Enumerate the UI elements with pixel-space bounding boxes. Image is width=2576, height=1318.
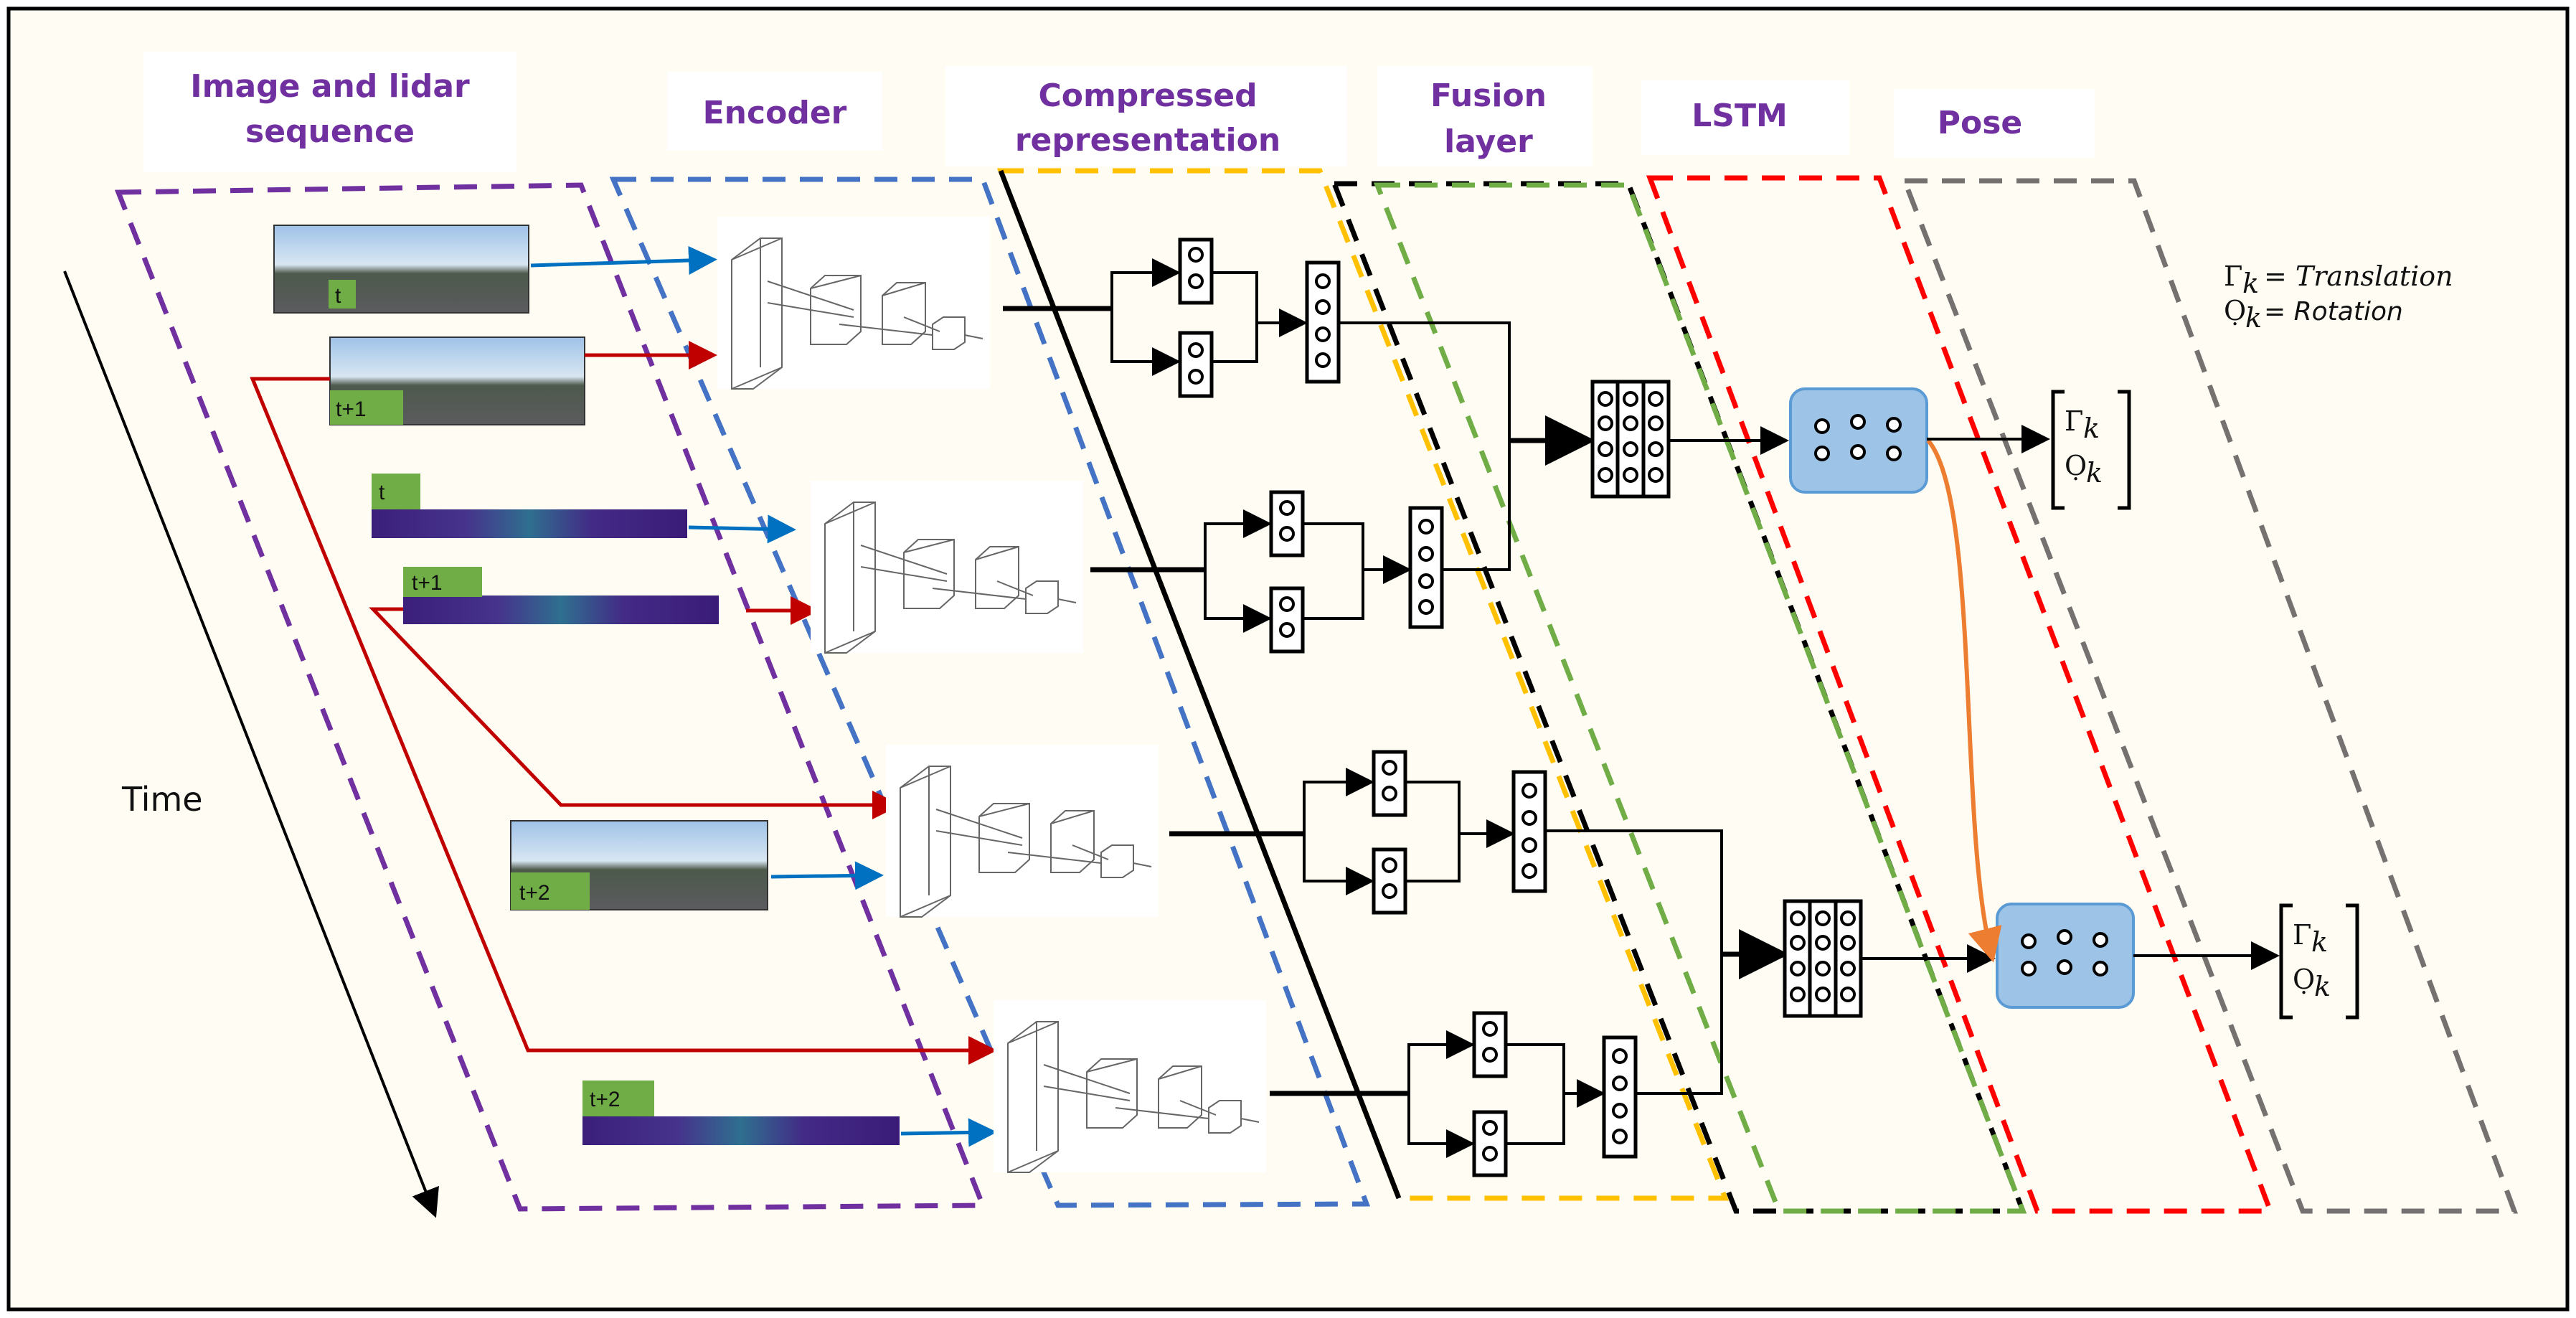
compressed-branch-4 (1270, 954, 1723, 1177)
arrow-red-image-t1-to-t2-lidar-encoder (250, 377, 997, 1065)
stage-title-box-fusion (1377, 66, 1593, 166)
frame-label-lidar-t: t (379, 481, 385, 504)
lidar-frame-t2: t+2 (582, 1081, 900, 1145)
stage-region-pose-red (1646, 175, 2275, 1214)
stage-title-fusion-line1: Fusion (1430, 77, 1547, 114)
fusion-layer-1 (1509, 380, 1789, 499)
image-frame-t1: t+1 (329, 336, 585, 425)
legend-rotation-sub: k (2245, 302, 2262, 334)
pose-2-omega-sub: k (2314, 971, 2331, 1002)
arrow-blue-image-t (530, 245, 717, 275)
encoder-cnn-3 (885, 744, 1159, 918)
legend-rotation-symbol: Ọ (2224, 295, 2246, 326)
stage-region-compressed (996, 168, 1730, 1201)
frame-label-image-t2: t+2 (519, 881, 550, 905)
legend: Γ k = Translation Ọ k = Rotation (2224, 260, 2453, 334)
stage-title-encoder: Encoder (703, 95, 847, 131)
compressed-branch-3 (1169, 750, 1723, 954)
stage-title-box-input (143, 52, 516, 172)
stage-title-input-line2: sequence (245, 113, 415, 150)
lstm-recurrent-arrow (1926, 439, 2002, 963)
stage-title-box-encoder (667, 72, 882, 151)
pose-1-gamma-sub: k (2083, 413, 2100, 444)
stage-title-box-lstm (1641, 80, 1849, 155)
stage-region-fusion-left (998, 169, 1402, 1200)
pose-1-omega: Ọ (2065, 450, 2087, 481)
compressed-branch-2 (1090, 441, 1511, 654)
lstm-cell-2 (1996, 903, 2135, 1009)
arrow-blue-image-t2 (770, 861, 884, 890)
pose-1-gamma: Γ (2065, 405, 2083, 437)
arrow-red-lidar-t1-to-t2-image-encoder (369, 607, 901, 819)
stage-title-fusion-line2: layer (1444, 123, 1533, 160)
encoder-blocks (717, 217, 1267, 1173)
compressed-branch-1 (1003, 237, 1511, 441)
image-frame-t2: t+2 (510, 820, 768, 910)
encoder-cnn-4 (993, 999, 1267, 1173)
stage-title-pose: Pose (1938, 105, 2023, 141)
fusion-layer-2 (1722, 899, 1996, 1018)
legend-translation-sub: k (2242, 268, 2259, 299)
pose-2-omega: Ọ (2293, 964, 2315, 995)
stage-region-lstm (1373, 182, 2027, 1214)
pose-2-gamma: Γ (2293, 919, 2311, 951)
stage-region-pose-gray (1900, 178, 2519, 1214)
stage-title-compressed-line1: Compressed (1038, 77, 1257, 114)
stage-title-compressed-line2: representation (1015, 122, 1280, 159)
stage-title-box-pose (1894, 89, 2095, 158)
frame-label-lidar-t1: t+1 (412, 571, 443, 595)
legend-rotation-text: = Rotation (2264, 297, 2403, 326)
frame-label-image-t1: t+1 (336, 397, 367, 421)
time-label: Time (121, 780, 203, 819)
pose-2-gamma-sub: k (2311, 926, 2328, 958)
arrow-blue-lidar-t2 (900, 1118, 997, 1147)
lstm-cell-1 (1789, 387, 1928, 494)
stage-title-input-line1: Image and lidar (190, 68, 470, 105)
stage-title-box-compressed (945, 66, 1347, 166)
arrow-blue-lidar-t (688, 514, 796, 544)
lidar-frame-t: t (372, 474, 687, 538)
stage-title-lstm: LSTM (1692, 98, 1788, 134)
frame-label-image-t: t (335, 284, 341, 308)
pose-output-1: Γ k Ọ k (2051, 390, 2131, 510)
lidar-frame-t1: t+1 (403, 567, 719, 624)
encoder-cnn-1 (717, 217, 990, 390)
frame-label-lidar-t2: t+2 (590, 1088, 621, 1111)
stage-region-input (114, 182, 987, 1212)
outer-frame (6, 6, 2570, 1312)
encoder-cnn-2 (810, 480, 1084, 654)
image-frame-t: t (273, 225, 529, 314)
pose-1-omega-sub: k (2086, 457, 2103, 489)
legend-translation-text: = Translation (2264, 260, 2453, 292)
time-axis-arrow (63, 270, 439, 1218)
legend-translation-symbol: Γ (2224, 260, 2242, 292)
pose-output-2: Γ k Ọ k (2279, 903, 2359, 1020)
